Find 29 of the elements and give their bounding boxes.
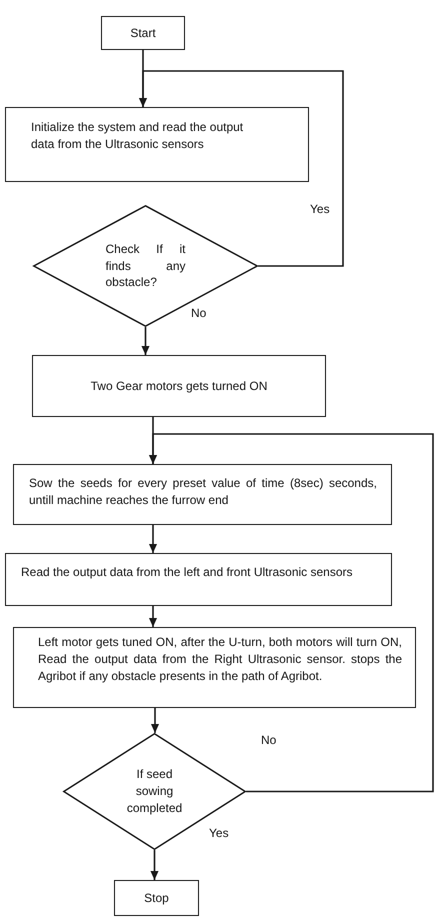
- decision-diamond: [63, 733, 246, 850]
- decision-diamond: [33, 205, 258, 327]
- arrow: [141, 327, 150, 355]
- arrow: [150, 850, 159, 880]
- terminal-label: Start: [129, 24, 157, 42]
- step-text: Two Gear motors gets turned ON: [90, 378, 268, 394]
- arrow: [150, 708, 160, 733]
- decision-text: Check If it finds any obstacle?: [106, 240, 186, 292]
- decision-text: If seed sowing completed: [126, 766, 184, 817]
- step-text: Read the output data from the left and front Ultrasonic sensors: [21, 564, 354, 581]
- process-box: [13, 627, 416, 708]
- arrow: [148, 606, 158, 627]
- edge-label: Yes: [309, 202, 331, 216]
- arrow: [148, 525, 158, 553]
- terminal-label: Stop: [143, 890, 170, 906]
- process-box: [32, 355, 326, 417]
- terminal-box: [101, 16, 185, 50]
- process-box: [13, 464, 392, 525]
- process-box: [5, 553, 392, 606]
- edge-label: No: [260, 733, 278, 747]
- arrow: [138, 70, 344, 267]
- process-box: [5, 107, 309, 182]
- terminal-box: [114, 880, 199, 916]
- edge-label: Yes: [208, 826, 230, 840]
- step-text: Initialize the system and read the output data from the Ultrasonic sensors: [31, 119, 244, 153]
- step-text: Sow the seeds for every preset value of time (8sec) seconds, untill machine reaches the furrow end: [29, 475, 377, 509]
- step-text: Left motor gets tuned ON, after the U-turn, both motors will turn ON, Read the output data from the Right Ultrasonic sensor. stops the Agribot if any obstacle presents in the path of Agribot.: [38, 634, 402, 684]
- edge-label: No: [190, 306, 208, 320]
- arrow: [148, 433, 434, 792]
